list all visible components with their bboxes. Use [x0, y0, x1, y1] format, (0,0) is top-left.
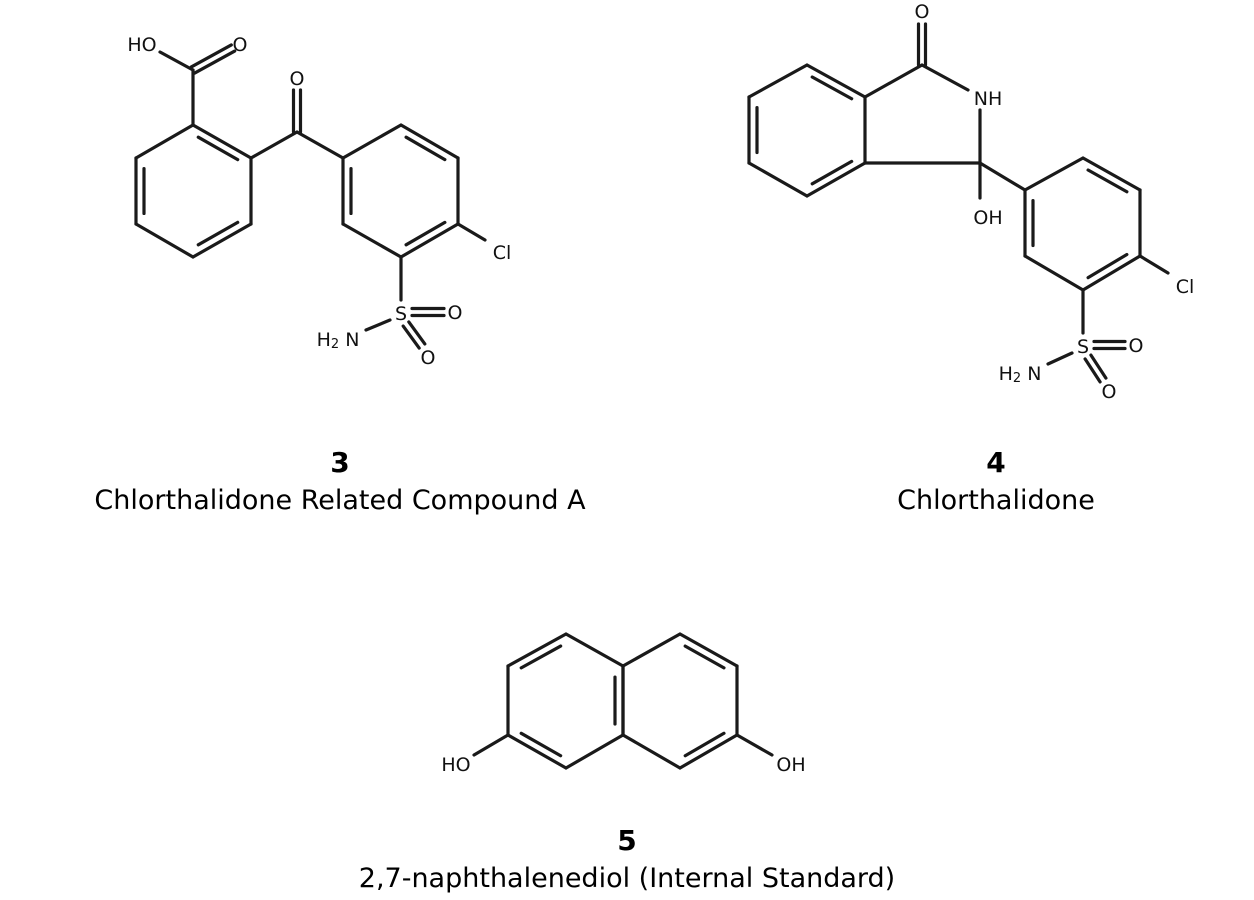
bond: [189, 43, 233, 69]
bond: [519, 644, 563, 670]
compound-name: Chlorthalidone: [897, 485, 1095, 516]
atom-label-sulfur: S: [395, 303, 407, 325]
bond: [404, 135, 447, 162]
bond: [295, 130, 345, 160]
bond: [1138, 254, 1170, 275]
bond: [1023, 156, 1085, 192]
atom-label-oxygen: O: [421, 347, 436, 369]
bond: [399, 123, 460, 160]
atom-label-hydroxyl: OH: [973, 207, 1002, 229]
bond: [519, 731, 563, 758]
bond: [191, 123, 253, 160]
bond: [805, 63, 867, 99]
bond: [472, 733, 510, 757]
bond: [191, 222, 253, 259]
bond: [683, 644, 726, 670]
atom-label-hydroxyl: OH: [776, 754, 805, 776]
atom-label-sulfur: S: [1077, 336, 1089, 358]
bond: [735, 733, 774, 757]
compound-number: 3: [330, 446, 350, 479]
bond: [196, 220, 240, 247]
bond: [401, 324, 421, 350]
bond: [810, 159, 854, 186]
bond: [683, 731, 726, 758]
bond: [249, 130, 299, 160]
bond: [196, 135, 240, 162]
compound-number: 4: [986, 446, 1006, 479]
structure-compound-5: HO OH: [441, 632, 806, 776]
bond: [506, 632, 568, 668]
atom-label-hydroxyl: HO: [127, 34, 156, 56]
bond: [1081, 254, 1142, 292]
bond: [1023, 254, 1085, 292]
structure-compound-4: O NH OH ClS O O H2 N: [747, 1, 1195, 403]
atom-label-hydroxyl: HO: [441, 754, 470, 776]
bond: [621, 733, 682, 770]
bond: [1086, 168, 1129, 194]
bond: [341, 222, 403, 259]
atom-label-oxygen: O: [233, 34, 248, 56]
atom-label-oxygen: O: [290, 68, 305, 90]
bond: [399, 222, 460, 259]
bond: [456, 222, 487, 242]
atom-label-amine: H2 N: [999, 363, 1042, 386]
bond: [747, 63, 809, 99]
atom-label-nh: NH: [974, 88, 1003, 110]
bond: [1086, 252, 1129, 280]
bond: [747, 161, 809, 198]
atom-label-chlorine: Cl: [1176, 276, 1195, 298]
bond: [1081, 156, 1142, 192]
atom-label-oxygen: O: [1129, 335, 1144, 357]
bond: [621, 632, 682, 668]
bond: [678, 733, 739, 770]
bond: [920, 63, 970, 92]
bond: [407, 320, 427, 346]
atom-label-oxygen: O: [1102, 381, 1117, 403]
bond: [678, 632, 739, 668]
compound-number: 5: [617, 824, 637, 857]
atom-label-amine: H2 N: [317, 329, 360, 352]
compound-name: Chlorthalidone Related Compound A: [94, 485, 586, 516]
bond: [564, 733, 625, 770]
atom-label-oxygen: O: [915, 1, 930, 23]
bond: [364, 318, 392, 332]
bond: [1089, 353, 1108, 380]
bond: [1046, 351, 1074, 366]
caption-compound-3: 3 Chlorthalidone Related Compound A: [40, 444, 640, 520]
compound-name: 2,7-naphthalenediol (Internal Standard): [358, 863, 896, 894]
caption-compound-5: 5 2,7-naphthalenediol (Internal Standard…: [277, 822, 977, 898]
bond: [506, 733, 568, 770]
bond: [810, 75, 854, 101]
bond: [341, 123, 403, 160]
bond: [158, 50, 195, 72]
bond: [1083, 357, 1102, 384]
bond: [134, 222, 195, 259]
bond: [863, 63, 924, 99]
bond: [805, 161, 867, 198]
bond: [134, 123, 195, 160]
bond: [564, 632, 625, 668]
bond: [404, 220, 447, 247]
bond: [978, 161, 1027, 192]
atom-label-oxygen: O: [448, 302, 463, 324]
bond: [193, 49, 237, 75]
caption-compound-4: 4 Chlorthalidone: [846, 444, 1146, 520]
atom-label-chlorine: Cl: [493, 242, 512, 264]
